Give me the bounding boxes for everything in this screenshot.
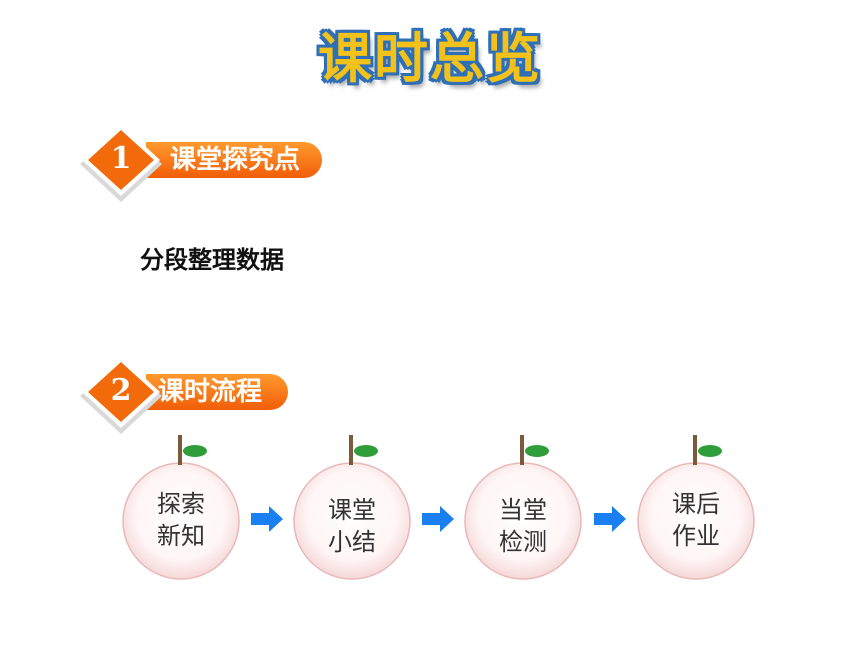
flow-step-4-line1: 课后	[672, 490, 720, 518]
section-1-number: 1	[110, 141, 132, 176]
section-1-header: 课堂探究点 1	[76, 122, 376, 202]
flow-arrow-2	[422, 506, 454, 532]
flow-arrow-3	[594, 506, 626, 532]
section-2-ribbon: 课时流程	[146, 374, 288, 410]
flow-step-4[interactable]: 课后 作业	[636, 432, 756, 582]
flow-step-2-line1: 课堂	[328, 496, 376, 524]
flow-step-1-line1: 探索	[157, 490, 205, 518]
section-2-number: 2	[110, 373, 132, 408]
flow-step-1-line2: 新知	[157, 522, 205, 550]
flow-arrow-1	[251, 506, 283, 532]
section-1-label: 课堂探究点	[170, 145, 301, 175]
section-2-header: 课时流程 2	[76, 354, 376, 434]
section-2-diamond: 2	[76, 354, 166, 434]
flow-step-3-line2: 检测	[499, 528, 547, 556]
page-title: 课时总览	[318, 27, 542, 90]
flow-step-4-line2: 作业	[672, 522, 720, 550]
flow-step-2[interactable]: 课堂 小结	[292, 432, 412, 582]
flow-step-3-line1: 当堂	[499, 496, 547, 524]
section-1-diamond: 1	[76, 122, 166, 202]
section-2-label: 课时流程	[158, 377, 263, 407]
topic-text: 分段整理数据	[140, 246, 284, 274]
flow-step-2-line2: 小结	[328, 528, 376, 556]
flow-step-1[interactable]: 探索 新知	[121, 432, 241, 582]
section-1-ribbon: 课堂探究点	[146, 142, 322, 178]
flow-step-3[interactable]: 当堂 检测	[463, 432, 583, 582]
